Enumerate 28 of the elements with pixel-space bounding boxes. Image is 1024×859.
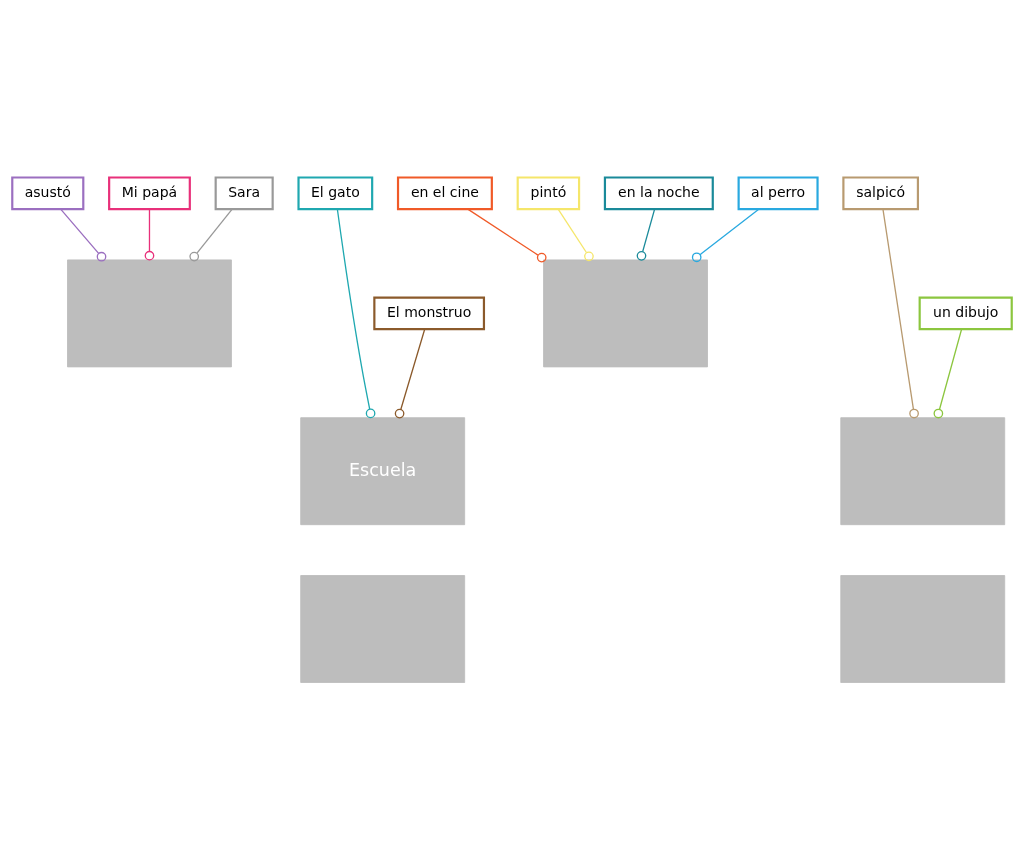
node-box: Escuela xyxy=(300,416,466,525)
node-box xyxy=(543,259,708,367)
node-box: asustó xyxy=(11,175,85,210)
node-box: en la noche xyxy=(603,175,714,210)
connector xyxy=(394,328,426,418)
connector xyxy=(691,208,760,262)
connector xyxy=(336,208,376,418)
node-box: un dibujo xyxy=(918,296,1013,330)
node-box: El monstruo xyxy=(373,296,486,330)
connector xyxy=(189,208,233,261)
node-box: El gato xyxy=(297,175,374,210)
node-box: Sara xyxy=(214,175,274,210)
connector xyxy=(144,208,155,261)
node-box xyxy=(840,416,1006,525)
node-box: en el cine xyxy=(396,175,493,210)
node-box xyxy=(840,574,1006,683)
node-box: al perro xyxy=(737,175,819,210)
connector xyxy=(557,208,594,261)
connector xyxy=(60,208,107,262)
connector xyxy=(882,208,919,418)
node-box: pintó xyxy=(516,175,581,210)
connector xyxy=(933,328,963,418)
node-box xyxy=(67,259,232,367)
node-box: Mi papá xyxy=(108,175,191,210)
connector xyxy=(636,208,656,261)
node-box xyxy=(300,574,466,683)
node-box: salpicó xyxy=(842,175,919,210)
connector xyxy=(467,208,547,262)
